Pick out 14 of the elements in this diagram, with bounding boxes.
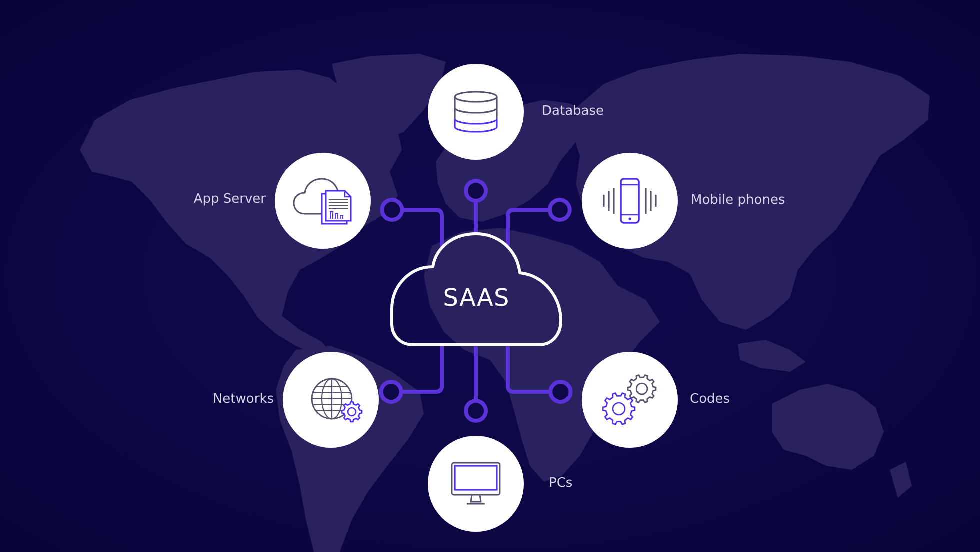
node-label: App Server (194, 192, 266, 208)
cloud-shape (389, 231, 564, 348)
connector-line (464, 345, 488, 423)
node-label: Database (542, 104, 604, 120)
connector-line (506, 345, 573, 404)
node-label: Mobile phones (691, 193, 786, 209)
connector-line (379, 345, 444, 404)
node-label: PCs (549, 476, 573, 492)
node-label: Codes (690, 392, 730, 408)
connector-line (506, 198, 572, 246)
node-label: Networks (212, 392, 274, 408)
connector-line (464, 179, 488, 234)
node-label: SAAS (443, 283, 510, 313)
connector-line (380, 198, 444, 248)
